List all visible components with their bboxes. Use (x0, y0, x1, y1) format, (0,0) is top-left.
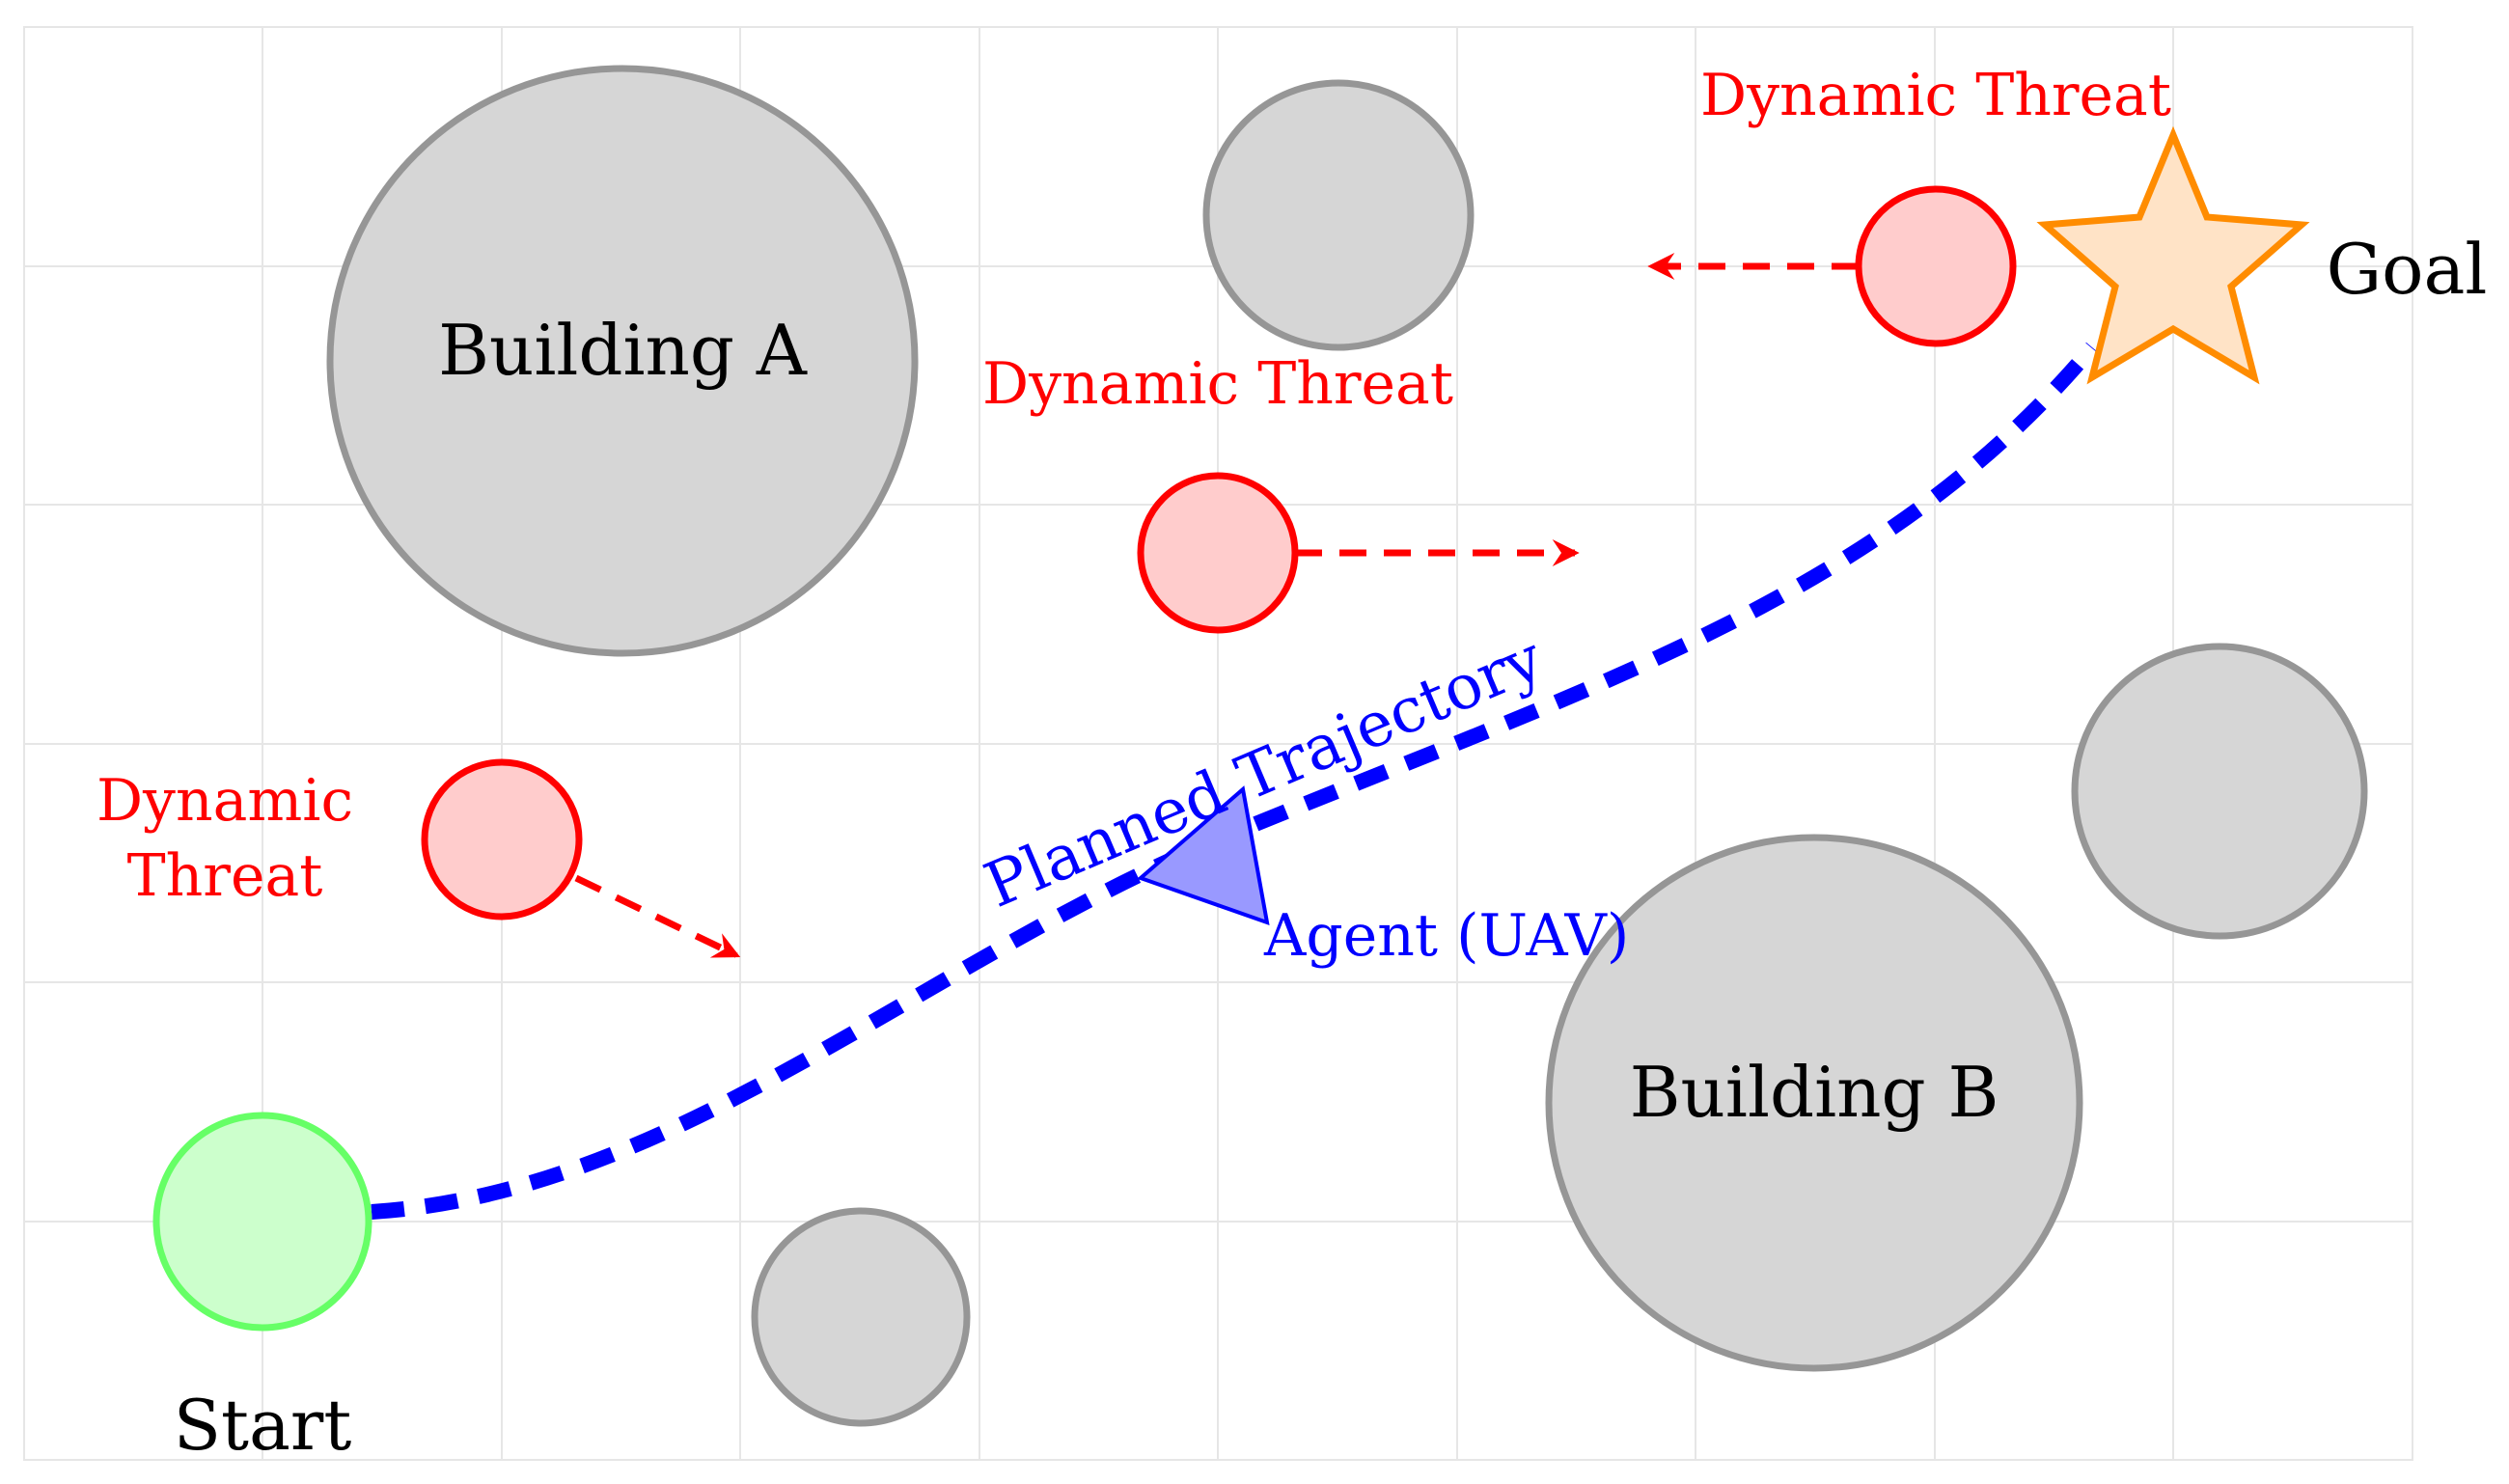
threat-top-label: Dynamic Threat (1700, 62, 2171, 129)
start-circle-icon (152, 1112, 372, 1332)
star-icon (2036, 125, 2310, 385)
threat-left-arrow (574, 874, 741, 959)
obstacle-right (2071, 643, 2368, 940)
threat-middle-label: Dynamic Threat (982, 350, 1453, 418)
building-b (1545, 834, 2083, 1372)
threat-left-label-line1: Dynamic (96, 767, 353, 835)
obstacle-bottom (751, 1207, 971, 1427)
threat-left (421, 758, 583, 921)
building-b-label: Building B (1630, 1052, 1999, 1133)
triangle-icon (1137, 785, 1270, 926)
agent-label: Agent (UAV) (1263, 902, 1629, 970)
goal-label: Goal (2327, 229, 2488, 310)
threat-arrows (574, 253, 1859, 959)
threat-left-label-line2: Threat (127, 842, 323, 910)
start-label: Start (174, 1385, 352, 1466)
trajectory-label: Planned Trajectory (975, 623, 1553, 922)
threat-top (1855, 185, 2017, 347)
threat-middle (1137, 472, 1299, 634)
obstacle-top-center (1202, 79, 1475, 351)
dynamic-threats (421, 185, 2017, 921)
building-a (326, 65, 919, 657)
buildings (326, 65, 2368, 1427)
building-a-label: Building A (438, 310, 808, 391)
